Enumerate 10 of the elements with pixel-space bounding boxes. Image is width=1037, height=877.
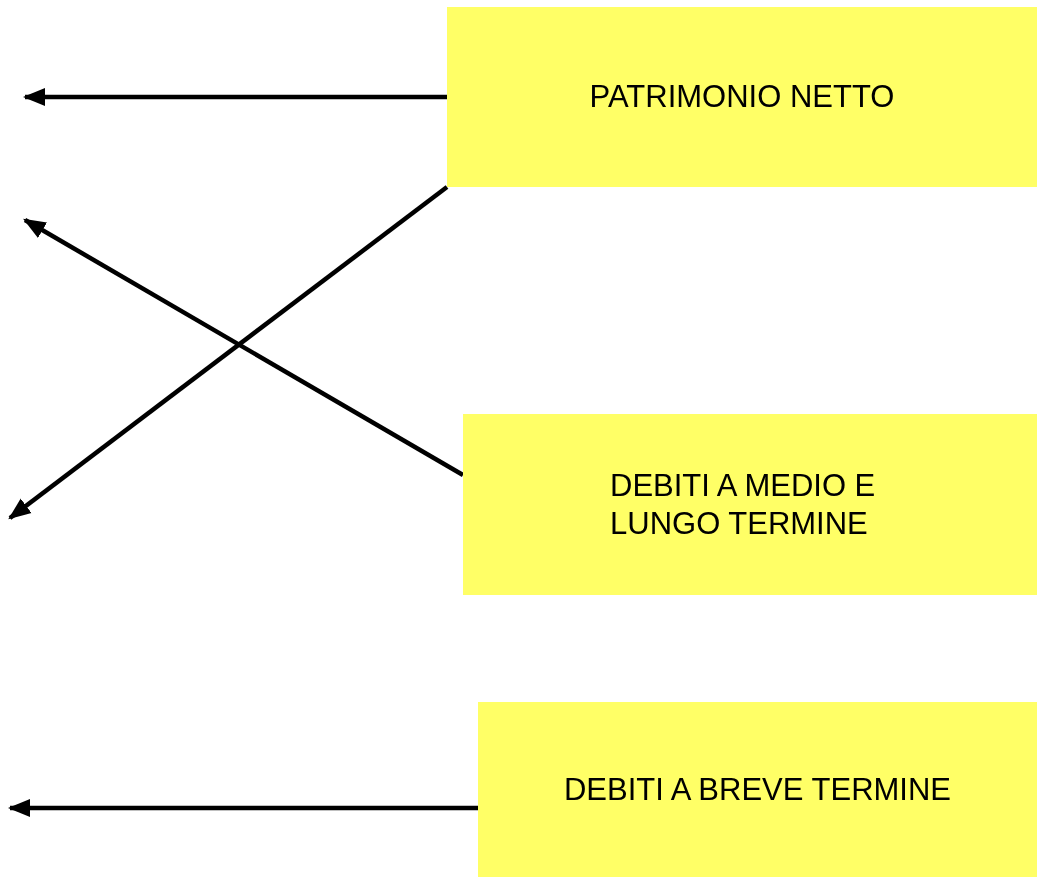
label-box <box>478 702 1037 877</box>
arrow <box>22 88 447 106</box>
arrow <box>7 799 478 817</box>
box-label: DEBITI A MEDIO E LUNGO TERMINE <box>610 467 877 542</box>
box-label: DEBITI A BREVE TERMINE <box>564 770 951 809</box>
arrow <box>23 218 465 477</box>
label-box <box>463 414 1037 595</box>
label-box <box>447 7 1037 187</box>
arrow <box>8 185 449 520</box>
box-label: PATRIMONIO NETTO <box>589 78 895 116</box>
